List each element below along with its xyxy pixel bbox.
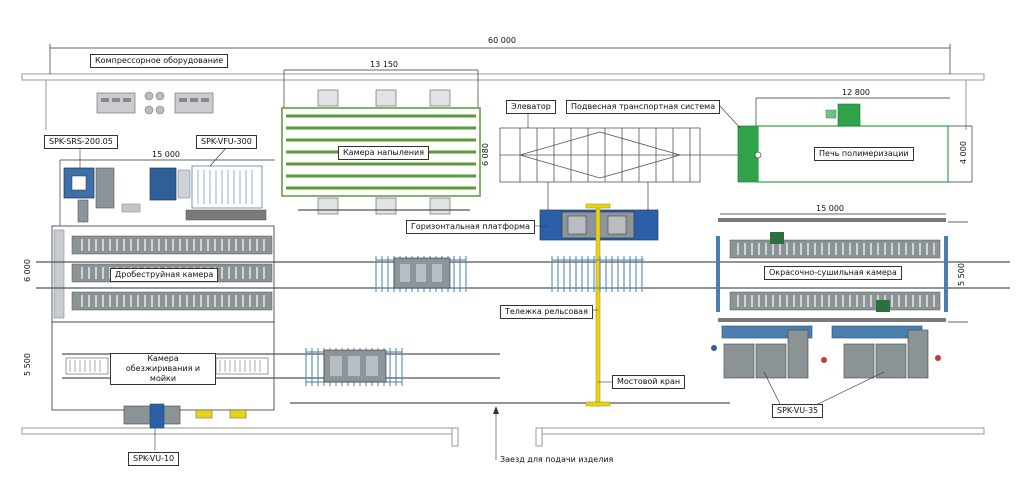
dim-paint-length: 15 000 <box>816 204 844 213</box>
polymerization-oven <box>737 97 973 183</box>
booth-fan <box>375 197 397 215</box>
booth-fan <box>429 197 451 215</box>
paint-dry-chamber <box>716 213 968 323</box>
degrease-wash-chamber <box>51 321 275 411</box>
dim-oven-width: 4 000 <box>958 141 968 164</box>
dust-units-vu35 <box>711 325 941 379</box>
overhead-conveyor <box>499 127 740 210</box>
dim-oven-length: 12 800 <box>842 88 870 97</box>
label-bridge-crane: Мостовой кран <box>612 375 686 389</box>
label-vu35: SPK-VU-35 <box>772 404 824 418</box>
dim-blast-length: 15 000 <box>152 150 180 159</box>
building-walls <box>21 73 985 447</box>
label-srs: SPK-SRS-200.05 <box>44 135 118 149</box>
label-oven: Печь полимеризации <box>814 147 914 161</box>
compressor-equipment <box>96 91 214 115</box>
dim-spray-length: 13 150 <box>370 60 398 69</box>
label-horizontal-platform: Горизонтальная платформа <box>406 220 535 234</box>
dim-paint-width: 5 500 <box>956 263 966 286</box>
label-vfu: SPK-VFU-300 <box>196 135 257 149</box>
booth-fan <box>429 89 451 107</box>
label-rail-cart: Тележка рельсовая <box>500 305 593 319</box>
dim-total: 60 000 <box>488 36 516 45</box>
label-spray-booth: Камера напыления <box>338 146 430 160</box>
label-degrease-wash: Камера обезжиривания и мойки <box>110 353 216 385</box>
label-blast-chamber: Дробеструйная камера <box>110 268 219 282</box>
label-entry: Заезд для подачи изделия <box>500 455 614 464</box>
spray-booth <box>281 69 481 215</box>
label-compressor: Компрессорное оборудование <box>90 54 229 68</box>
booth-fan <box>317 89 339 107</box>
rail-carts <box>305 256 644 386</box>
entry-arrow <box>493 406 499 414</box>
dim-blast-width: 6 000 <box>22 259 32 282</box>
bridge-crane <box>585 203 611 407</box>
label-paint-dry-chamber: Окрасочно-сушильная камера <box>764 266 902 280</box>
booth-fan <box>317 197 339 215</box>
wall-posts <box>45 80 967 130</box>
dust-unit-vu10 <box>123 403 247 429</box>
label-elevator: Элеватор <box>506 100 556 114</box>
blast-equipment-area <box>59 159 275 226</box>
booth-fan <box>375 89 397 107</box>
dim-spray-width: 6 080 <box>480 143 490 166</box>
dim-wash-width: 5 500 <box>22 353 32 376</box>
label-vu10: SPK-VU-10 <box>128 452 180 466</box>
dimension-total <box>49 44 951 74</box>
label-overhead-conveyor: Подвесная транспортная система <box>566 100 721 114</box>
